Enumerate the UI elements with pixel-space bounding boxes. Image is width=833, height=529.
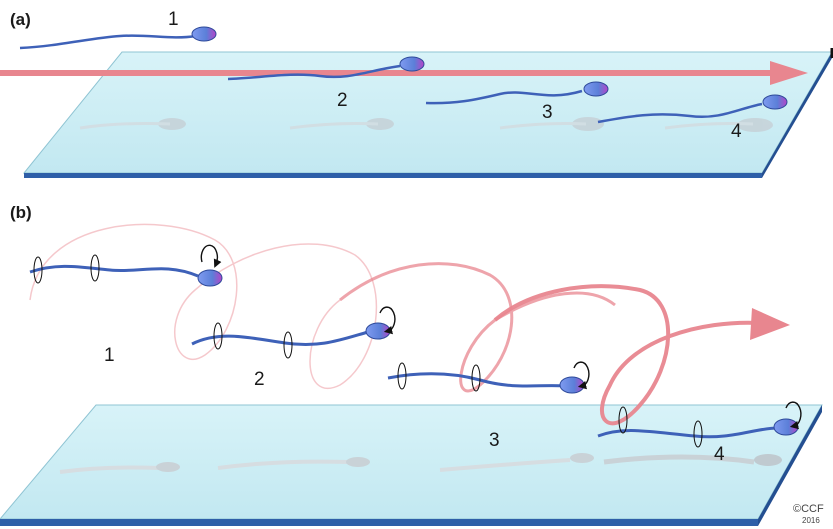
sperm-shadows-b	[59, 453, 782, 474]
sperm-b-1-label: 1	[104, 345, 115, 366]
copyright-mark: ©CCF	[793, 503, 824, 515]
sperm-a-4	[597, 94, 788, 124]
copyright-year: 2016	[802, 516, 820, 525]
sperm-a-2-label: 2	[337, 90, 348, 111]
panel-a: (a) 1	[0, 9, 833, 178]
sperm-a-2	[227, 56, 425, 81]
sperm-b-1	[29, 244, 223, 287]
panel-b-label: (b)	[10, 203, 32, 222]
glass-slide-b	[0, 404, 823, 526]
sperm-a-1-label: 1	[168, 9, 179, 30]
sperm-b-4	[597, 401, 802, 448]
copyright: ©CCF 2016	[793, 503, 824, 525]
sperm-b-4-label: 4	[714, 444, 725, 465]
glass-slide-a	[22, 48, 833, 178]
sperm-b-3	[387, 361, 590, 394]
sperm-a-3	[425, 81, 609, 105]
sperm-b-2	[191, 306, 396, 359]
progress-arrow-a	[0, 61, 808, 85]
panel-b: (b)	[0, 203, 823, 526]
sperm-b-2-label: 2	[254, 369, 265, 390]
panel-a-label: (a)	[10, 10, 31, 29]
sperm-b-3-label: 3	[489, 430, 500, 451]
sperm-a-3-label: 3	[542, 102, 553, 123]
helical-path	[29, 223, 790, 426]
sperm-a-4-label: 4	[731, 121, 742, 142]
sperm-a-1	[19, 26, 217, 50]
sperm-shadows-a	[79, 117, 773, 132]
